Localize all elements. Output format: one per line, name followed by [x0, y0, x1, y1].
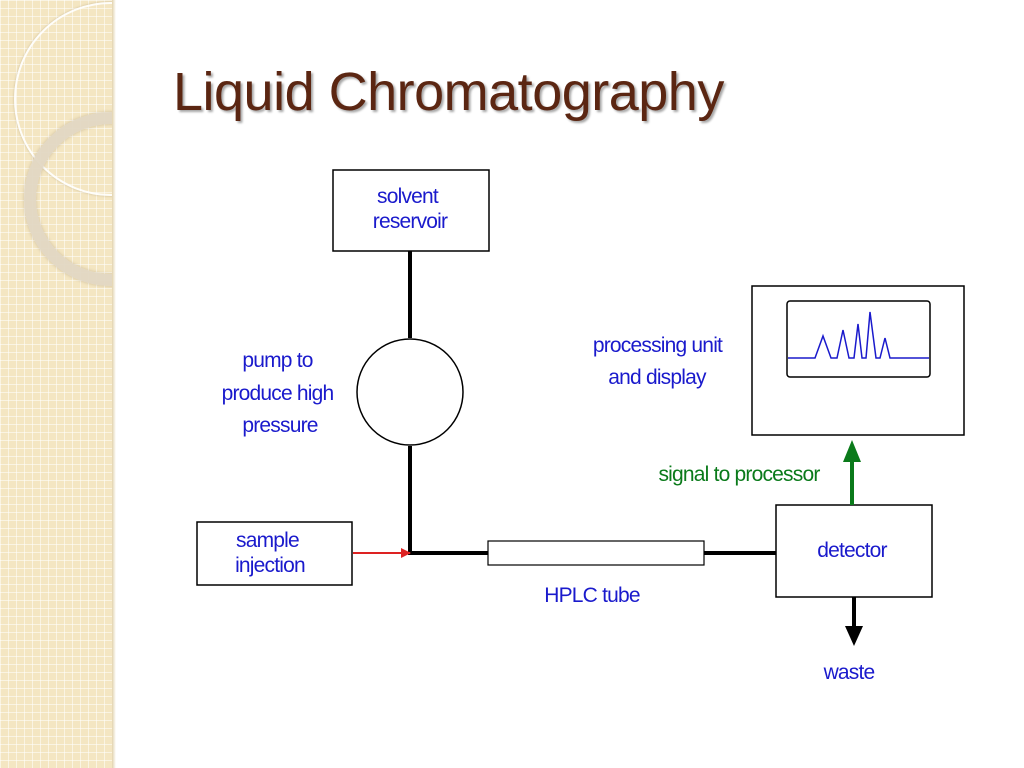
processing-unit-label: processing unit and display	[593, 334, 727, 389]
signal-arrow-head	[843, 440, 861, 462]
decorative-side-panel	[0, 0, 112, 768]
pump-circle	[356, 338, 464, 446]
sample-injection-box	[196, 521, 353, 586]
waste-arrow-head	[845, 626, 863, 646]
waste-label: waste	[823, 661, 875, 684]
solvent-reservoir-label: solvent reservoir	[373, 185, 448, 233]
page-title: Liquid Chromatography	[173, 62, 724, 122]
hplc-tube-label: HPLC tube	[544, 584, 640, 607]
display-screen	[786, 300, 931, 378]
side-panel-edge	[112, 0, 116, 768]
chromatogram-trace	[788, 311, 929, 359]
detector-box	[775, 504, 933, 598]
signal-label: signal to processor	[658, 463, 820, 486]
detector-label: detector	[817, 539, 887, 562]
solvent-reservoir-box	[332, 169, 490, 252]
hplc-tube	[487, 540, 705, 566]
sample-injection-label: sample injection	[235, 529, 305, 577]
pump-label: pump to produce high pressure	[222, 349, 339, 437]
